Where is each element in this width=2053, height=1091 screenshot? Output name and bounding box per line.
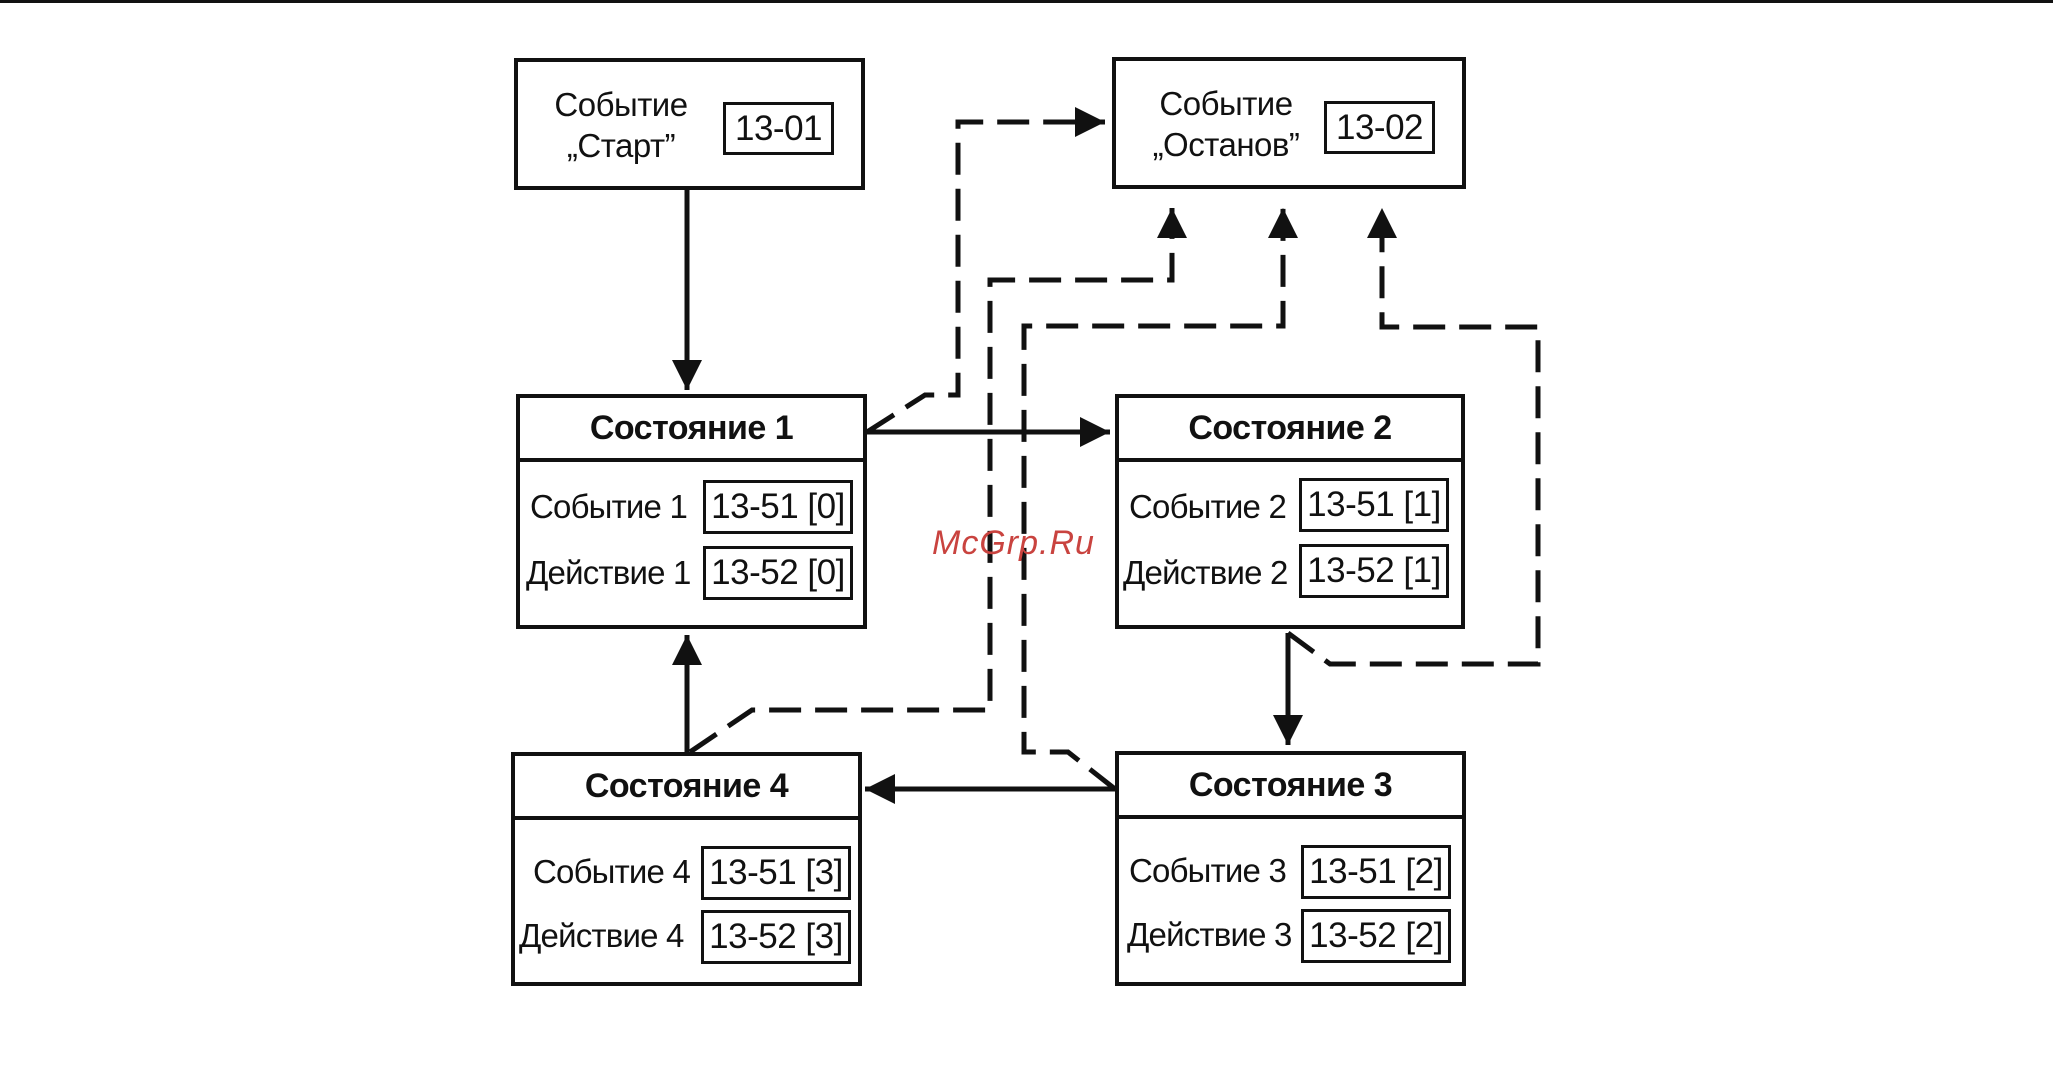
state-1-title: Состояние 1 — [520, 398, 863, 462]
event-start-code: 13-01 — [723, 102, 834, 155]
state-2-event-code: 13-51 [1] — [1299, 478, 1449, 532]
event-stop-line2: „Останов” — [1136, 124, 1316, 165]
event-stop-code: 13-02 — [1324, 101, 1435, 154]
state-4-event-code: 13-51 [3] — [701, 846, 851, 900]
state-3-event-label: Событие 3 — [1129, 852, 1286, 890]
state-4-title: Состояние 4 — [515, 756, 858, 820]
state-1-event-code: 13-51 [0] — [703, 480, 853, 534]
event-start-label: Событие „Старт” — [546, 84, 696, 167]
state-3-title: Состояние 3 — [1119, 755, 1462, 819]
dashed-arrow-state1-to-stop — [867, 122, 1105, 432]
state-1-event-label: Событие 1 — [530, 488, 687, 526]
state-2-action-label: Действие 2 — [1123, 554, 1288, 592]
state-2-title: Состояние 2 — [1119, 398, 1461, 462]
state-4-action-code: 13-52 [3] — [701, 910, 851, 964]
state-3-event-code: 13-51 [2] — [1301, 845, 1451, 899]
state-3-action-label: Действие 3 — [1127, 916, 1292, 954]
event-start-line1: Событие — [546, 84, 696, 125]
watermark: McGrp.Ru — [932, 524, 1095, 563]
state-2-action-code: 13-52 [1] — [1299, 544, 1449, 598]
state-3-action-code: 13-52 [2] — [1301, 909, 1451, 963]
state-2-box: Состояние 2 Событие 2 13-51 [1] Действие… — [1115, 394, 1465, 629]
event-stop-box: Событие „Останов” 13-02 — [1112, 57, 1466, 189]
state-1-box: Состояние 1 Событие 1 13-51 [0] Действие… — [516, 394, 867, 629]
state-2-event-label: Событие 2 — [1129, 488, 1286, 526]
state-4-action-label: Действие 4 — [519, 917, 684, 955]
state-1-action-code: 13-52 [0] — [703, 546, 853, 600]
state-4-event-label: Событие 4 — [533, 853, 690, 891]
state-4-box: Состояние 4 Событие 4 13-51 [3] Действие… — [511, 752, 862, 986]
event-stop-label: Событие „Останов” — [1136, 83, 1316, 166]
event-stop-line1: Событие — [1136, 83, 1316, 124]
state-3-box: Состояние 3 Событие 3 13-51 [2] Действие… — [1115, 751, 1466, 986]
state-1-action-label: Действие 1 — [526, 554, 691, 592]
event-start-line2: „Старт” — [546, 125, 696, 166]
event-start-box: Событие „Старт” 13-01 — [514, 58, 865, 190]
